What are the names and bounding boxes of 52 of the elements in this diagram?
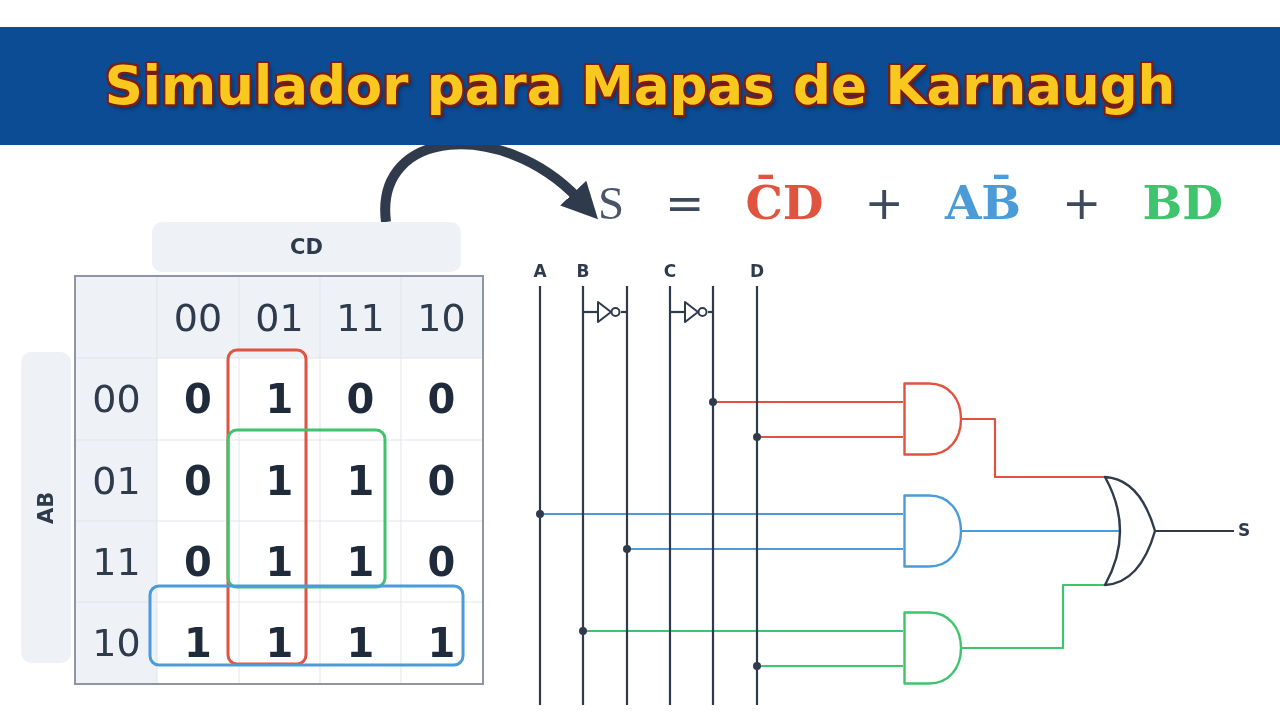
wire	[621, 310, 627, 314]
row-header: 01	[92, 461, 141, 500]
cell-value: 0	[346, 379, 375, 419]
row-header: 00	[92, 380, 141, 418]
and-gate	[903, 494, 963, 568]
input-label: C	[662, 262, 678, 281]
cell-value: 0	[184, 460, 212, 501]
input-label: A	[532, 262, 548, 281]
cell-value: 0	[427, 379, 456, 419]
wire	[961, 529, 1120, 533]
column-header: 11	[336, 298, 385, 337]
column-header: 01	[255, 298, 304, 337]
input-label: D	[749, 262, 765, 281]
wire	[961, 417, 1105, 479]
input-line	[662, 262, 678, 705]
and-gate	[903, 611, 963, 685]
input-line	[532, 262, 548, 705]
not-gate	[597, 301, 621, 323]
cell-value: 0	[427, 460, 456, 501]
wire	[961, 583, 1105, 650]
cell-value: 1	[265, 460, 294, 501]
cell-value: 0	[427, 541, 456, 582]
cell-value: 1	[265, 379, 294, 419]
cell-value: 1	[346, 541, 375, 582]
cell-value: 1	[265, 541, 294, 582]
cell-value: 1	[346, 460, 375, 501]
wire	[708, 310, 713, 314]
header-band: CD	[152, 222, 461, 272]
wire	[1155, 529, 1234, 533]
title: Simulador para Mapas de Karnaugh	[104, 55, 1176, 117]
input-line	[575, 262, 591, 705]
bus-line	[711, 286, 715, 705]
cell-value: 1	[265, 622, 294, 663]
and-gate	[903, 382, 963, 456]
cell-value: 0	[184, 379, 212, 419]
column-header: 10	[417, 298, 466, 337]
wire	[670, 310, 684, 314]
header-band: AB	[21, 352, 71, 663]
row-header: 10	[92, 623, 141, 662]
cell-value: 1	[427, 622, 456, 663]
not-gate	[684, 301, 708, 323]
cell-value: 1	[184, 622, 212, 663]
cell-value: 0	[184, 541, 212, 582]
wire	[583, 310, 597, 314]
bus-line	[625, 286, 629, 705]
column-header: 00	[173, 298, 223, 337]
input-label: B	[575, 262, 591, 281]
output-label: S	[1238, 521, 1251, 540]
equation: S = C̄D + AB̄ + BD	[598, 176, 1223, 231]
row-header: 11	[92, 542, 141, 581]
cell-value: 1	[346, 622, 375, 663]
input-line	[749, 262, 765, 705]
